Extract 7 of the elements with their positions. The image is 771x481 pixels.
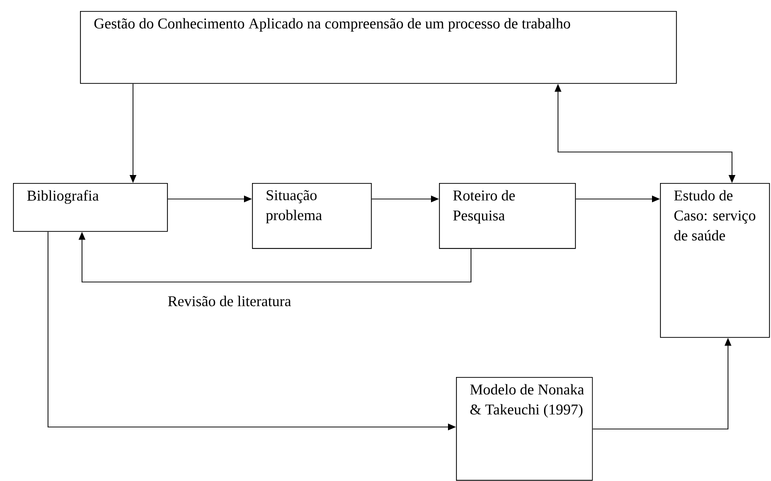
process-box: Gestão do Conhecimento Aplicado na compreensão de um processo de trabalho	[80, 11, 677, 84]
process-box: Situação problema	[252, 183, 372, 249]
process-box: Estudo de Caso: serviço de saúde	[660, 183, 770, 338]
process-box: Modelo de Nonaka & Takeuchi (1997)	[456, 377, 593, 481]
process-box: Bibliografia	[13, 183, 168, 232]
process-box: Roteiro de Pesquisa	[439, 183, 576, 249]
edge-label: Revisão de literatura	[166, 294, 292, 308]
